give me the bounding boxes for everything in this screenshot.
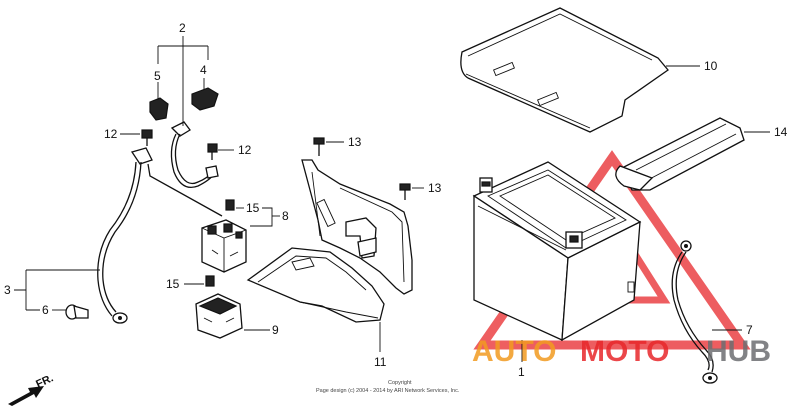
battery-negative-cable (671, 240, 718, 384)
battery (472, 161, 642, 342)
bolt-13-upper (313, 137, 325, 156)
watermark-text: AUTO MOTO HUB (472, 335, 771, 368)
relay-rubber-cover (195, 293, 243, 339)
copyright-line1: Copyright (388, 380, 412, 386)
copyright-notice: Copyright Page design (c) 2004 - 2014 by… (316, 380, 460, 394)
callout-7: 7 (746, 323, 753, 337)
fuse-15-lower (205, 275, 215, 287)
callout-12-right: 12 (238, 143, 252, 157)
callout-3: 3 (4, 283, 11, 297)
watermark-auto: AUTO (472, 335, 556, 368)
callout-4: 4 (200, 63, 207, 77)
callout-15-upper: 15 (246, 201, 260, 215)
bolt-12-left (141, 129, 153, 146)
callout-9: 9 (272, 323, 279, 337)
callout-2: 2 (179, 21, 186, 35)
callout-14: 14 (774, 125, 788, 139)
battery-cover-sheet (460, 7, 669, 133)
callout-13-upper: 13 (348, 135, 362, 149)
battery-strap (615, 117, 745, 191)
callout-1: 1 (518, 365, 525, 379)
front-direction-arrow: FR. (8, 372, 55, 406)
callout-13-lower: 13 (428, 181, 442, 195)
callout-6: 6 (42, 303, 49, 317)
starter-relay-cable (170, 121, 219, 189)
leader-lines (14, 36, 770, 362)
callout-5: 5 (154, 69, 161, 83)
fuse-15-upper (225, 199, 235, 211)
callout-8: 8 (282, 209, 289, 223)
battery-case-bracket (246, 159, 413, 323)
callout-15-lower: 15 (166, 277, 180, 291)
starter-relay (201, 219, 247, 273)
front-label: FR. (34, 372, 55, 390)
callout-numbers: 2 5 4 12 12 13 13 15 8 15 9 3 6 10 14 11… (4, 21, 788, 379)
callout-10: 10 (704, 59, 718, 73)
callout-11: 11 (374, 355, 387, 369)
bolt-6 (65, 304, 89, 320)
copyright-line2: Page design (c) 2004 - 2014 by ARI Netwo… (316, 388, 460, 394)
terminal-cover-4 (191, 87, 219, 111)
bolt-12-right (207, 143, 218, 160)
battery-positive-cable (97, 147, 223, 324)
watermark-moto: MOTO (580, 335, 669, 368)
bolt-13-lower (399, 183, 411, 200)
callout-12-left: 12 (104, 127, 118, 141)
terminal-cover-5 (149, 97, 169, 121)
watermark-hub: HUB (706, 335, 771, 368)
